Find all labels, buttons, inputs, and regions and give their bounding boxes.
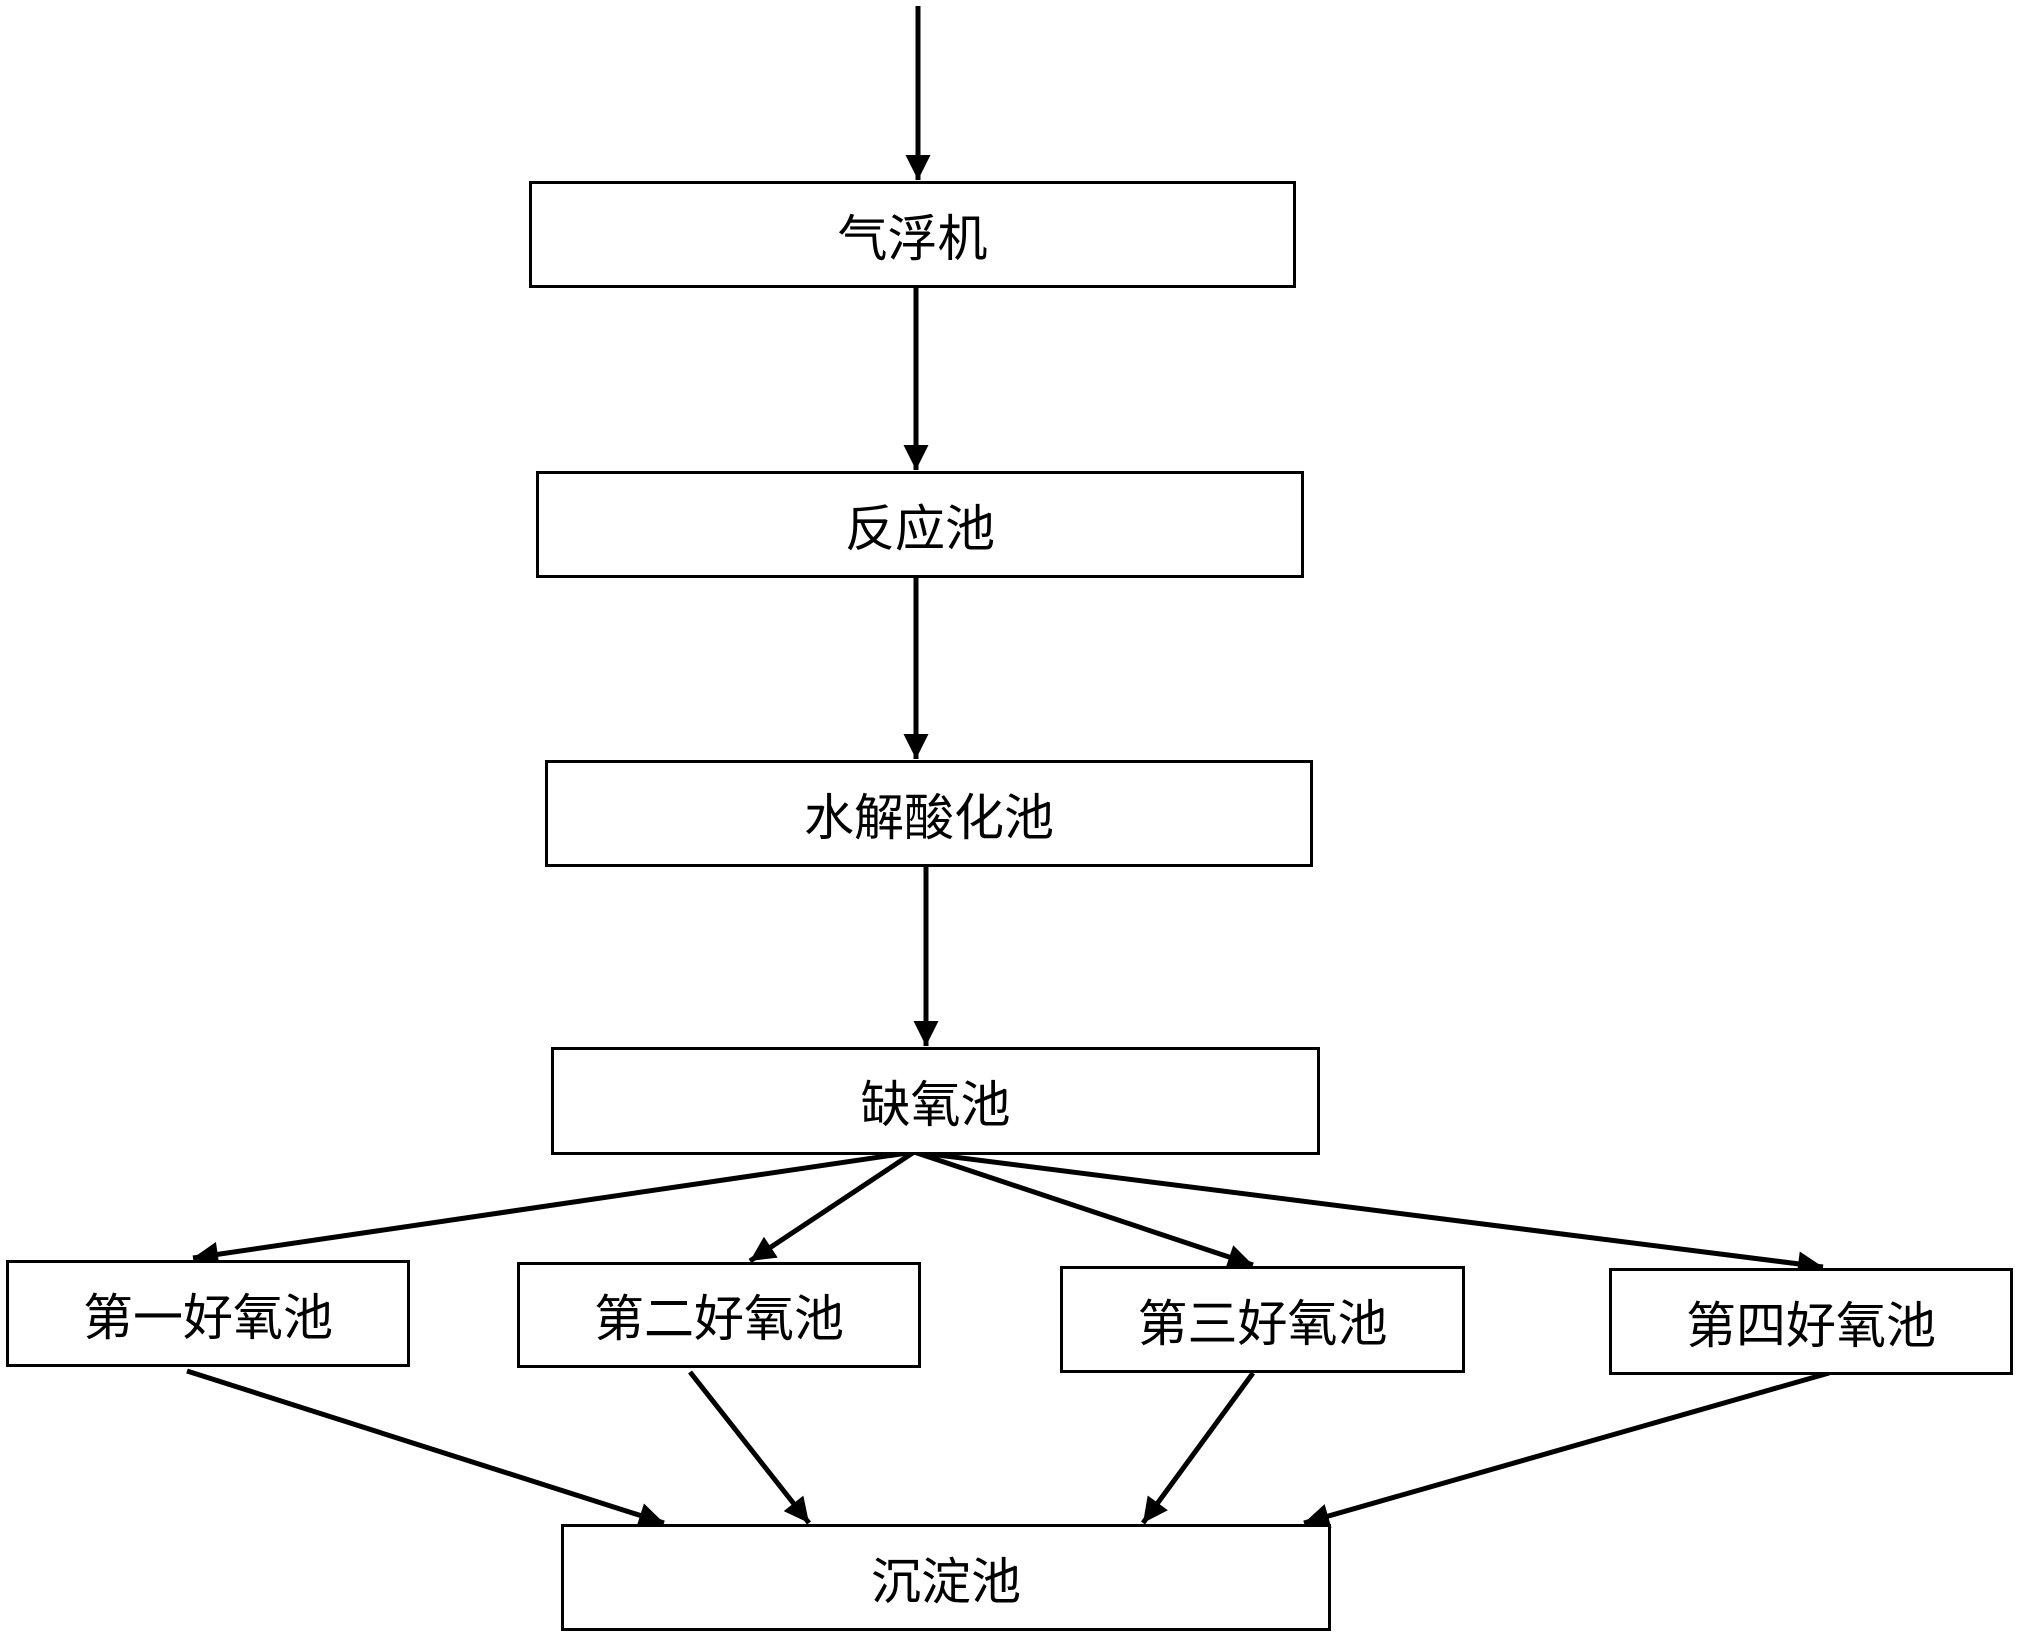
node-anoxic-tank: 缺氧池 (551, 1047, 1320, 1155)
node-label: 水解酸化池 (804, 788, 1054, 847)
arrow-aerobic-4-to-sedimentation-tank (1303, 1370, 1830, 1529)
node-label: 缺氧池 (860, 1076, 1011, 1134)
node-aerobic-4: 第四好氧池 (1609, 1268, 2013, 1375)
node-hydrolysis-tank: 水解酸化池 (545, 760, 1313, 867)
node-air-flotation: 气浮机 (529, 181, 1296, 288)
node-reaction-tank: 反应池 (536, 471, 1304, 578)
node-aerobic-3: 第三好氧池 (1060, 1266, 1465, 1373)
node-aerobic-1: 第一好氧池 (6, 1260, 410, 1367)
arrow-anoxic-tank-to-aerobic-3 (913, 1149, 1254, 1269)
node-label: 沉淀池 (871, 1552, 1021, 1611)
node-label: 气浮机 (837, 209, 988, 268)
arrow-aerobic-1-to-sedimentation-tank (186, 1368, 665, 1528)
node-label: 第三好氧池 (1137, 1294, 1388, 1353)
arrow-anoxic-tank-to-aerobic-4 (913, 1149, 1824, 1277)
node-label: 第一好氧池 (83, 1288, 333, 1347)
node-label: 反应池 (845, 499, 995, 558)
node-label: 第二好氧池 (594, 1290, 844, 1348)
node-sedimentation-tank: 沉淀池 (561, 1524, 1331, 1631)
node-aerobic-2: 第二好氧池 (517, 1262, 921, 1368)
arrow-anoxic-tank-to-aerobic-2 (748, 1149, 916, 1264)
arrow-anoxic-tank-to-aerobic-1 (192, 1149, 915, 1267)
node-label: 第四好氧池 (1686, 1296, 1936, 1355)
arrow-aerobic-3-to-sedimentation-tank (1140, 1371, 1256, 1525)
arrow-aerobic-2-to-sedimentation-tank (688, 1370, 811, 1525)
